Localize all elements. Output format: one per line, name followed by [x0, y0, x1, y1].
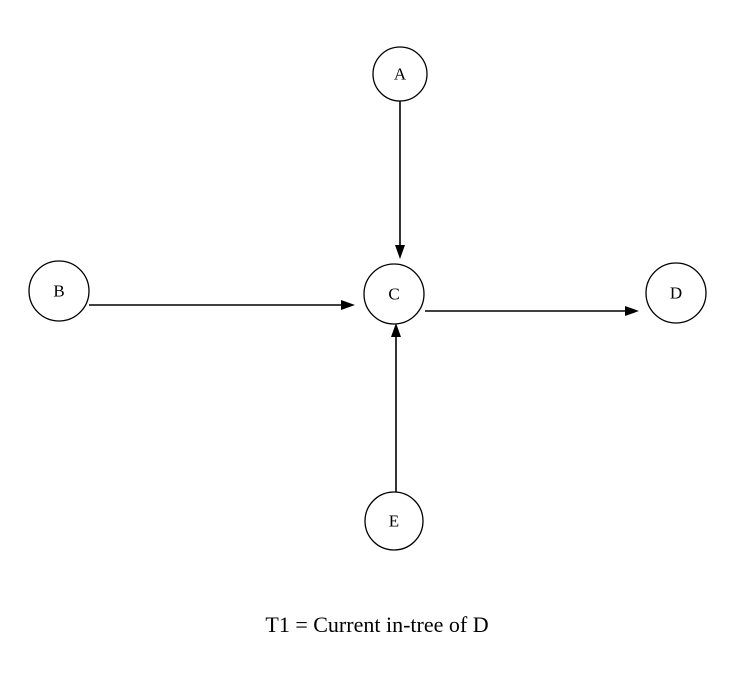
node-b-label: B [53, 282, 64, 301]
node-d-label: D [670, 284, 682, 303]
diagram-caption: T1 = Current in-tree of D [265, 612, 489, 637]
edge-b-to-c [89, 300, 355, 310]
edge-e-to-c [391, 323, 401, 494]
node-c-label: C [388, 285, 399, 304]
node-e-label: E [389, 512, 399, 531]
node-a: A [372, 46, 428, 102]
edge-a-to-c [395, 101, 405, 259]
edge-c-to-d [425, 306, 639, 316]
node-e: E [364, 491, 424, 551]
node-b: B [28, 260, 90, 322]
node-d: D [645, 262, 707, 324]
node-a-label: A [394, 65, 407, 84]
node-c: C [363, 263, 425, 325]
